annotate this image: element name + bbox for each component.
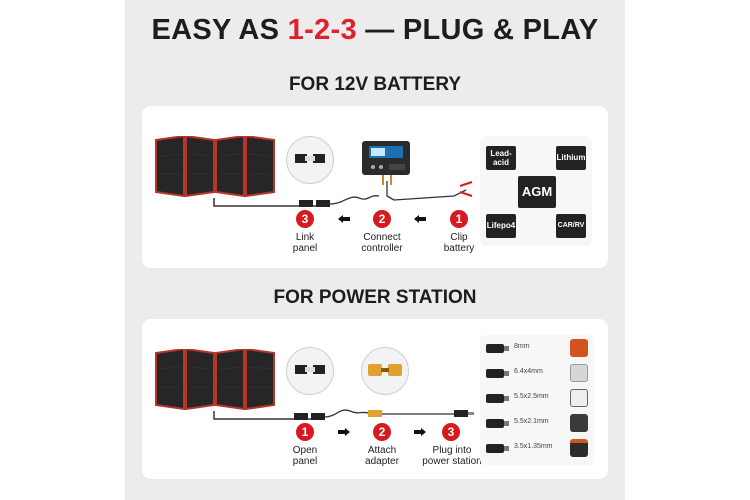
connector-row: 3.5x1.35mm: [480, 439, 594, 459]
xt60-adapter-icon: [368, 364, 402, 376]
battery-label: Lead-acid: [490, 149, 512, 167]
dc-tip-icon: [504, 346, 509, 351]
connector-row: 5.5x2.1mm: [480, 414, 594, 434]
battery-section-title: FOR 12V BATTERY: [288, 74, 462, 95]
battery-label: Lifepo4: [486, 221, 516, 230]
step-2-badge: 2: [373, 210, 391, 228]
step-label-line1: Link: [295, 232, 315, 243]
power-station-icon: [570, 439, 588, 457]
dc-plug-icon: [486, 344, 504, 353]
station-cable-icon: [213, 409, 474, 420]
connector-row: 6.4x4mm: [480, 364, 594, 384]
mc4-connector-icon: [295, 154, 325, 163]
step-label-line1: Clip: [450, 232, 468, 243]
battery-lead-acid: Lead-acid: [486, 146, 516, 170]
connector-size-label: 3.5x1.35mm: [514, 443, 553, 450]
step-label-line2: controller: [361, 243, 403, 254]
step-label-line1: Connect: [363, 232, 401, 243]
dc-tip-icon: [504, 421, 509, 426]
power-station-icon: [570, 414, 588, 432]
connector-zoom-circle: [286, 347, 334, 395]
battery-label: CAR/RV: [557, 222, 585, 229]
connector-row: 5.5x2.5mm: [480, 389, 594, 409]
connector-size-label: 5.5x2.1mm: [514, 418, 549, 425]
dc-tip-icon: [504, 446, 509, 451]
arrow-left-icon: [338, 215, 350, 223]
battery-cable-icon: [213, 181, 473, 207]
step-1-badge: 1: [450, 210, 468, 228]
charge-controller-icon: [362, 141, 410, 185]
connector-list: 8mm 6.4x4mm 5.5x2.5mm 5.5x2.1mm: [480, 335, 594, 465]
step-label-line2: battery: [443, 243, 475, 254]
battery-lifepo4: Lifepo4: [486, 214, 516, 238]
power-station-icon: [570, 364, 588, 382]
step-label-line2: power station: [422, 456, 482, 467]
connector-row: 8mm: [480, 339, 594, 359]
step-label-line1: Attach: [367, 445, 397, 456]
step-label-line1: Plug into: [432, 445, 472, 456]
step-2-badge: 2: [373, 423, 391, 441]
dc-tip-icon: [504, 396, 509, 401]
dc-plug-icon: [486, 444, 504, 453]
station-section-title: FOR POWER STATION: [273, 287, 477, 308]
step-label-line2: adapter: [365, 456, 399, 467]
title-prefix: EASY AS: [151, 14, 288, 46]
step-1-badge: 1: [296, 423, 314, 441]
step-label-line2: panel: [292, 456, 318, 467]
step-label-line1: Open: [292, 445, 318, 456]
dc-plug-icon: [486, 369, 504, 378]
connector-size-label: 8mm: [514, 343, 530, 350]
battery-car-rv: CAR/RV: [556, 214, 586, 238]
solar-panel-icon: [155, 349, 275, 411]
dc-plug-icon: [486, 394, 504, 403]
solar-panel-icon: [155, 136, 275, 198]
dc-plug-icon: [486, 419, 504, 428]
step-3-badge: 3: [296, 210, 314, 228]
battery-types-panel: Lead-acid Lithium AGM Lifepo4 CAR/RV: [480, 136, 592, 246]
adapter-zoom-circle: [361, 347, 409, 395]
dc-tip-icon: [504, 371, 509, 376]
battery-label: Lithium: [556, 153, 586, 162]
arrow-right-icon: [338, 428, 350, 436]
connector-zoom-circle: [286, 136, 334, 184]
battery-label: AGM: [521, 184, 553, 199]
step-3-badge: 3: [442, 423, 460, 441]
arrow-left-icon: [414, 215, 426, 223]
product-infographic: EASY AS 1-2-3 — PLUG & PLAY FOR 12V BATT…: [125, 0, 625, 500]
title-accent: 1-2-3: [287, 14, 357, 46]
power-station-icon: [570, 389, 588, 407]
connector-size-label: 5.5x2.5mm: [514, 393, 549, 400]
power-station-icon: [570, 339, 588, 357]
battery-lithium: Lithium: [556, 146, 586, 170]
battery-agm: AGM: [518, 176, 556, 208]
connector-size-label: 6.4x4mm: [514, 368, 543, 375]
title-suffix: — PLUG & PLAY: [356, 14, 599, 46]
step-label-line2: panel: [292, 243, 318, 254]
main-title: EASY AS 1-2-3 — PLUG & PLAY: [125, 14, 625, 47]
mc4-connector-icon: [295, 365, 325, 374]
arrow-right-icon: [414, 428, 426, 436]
